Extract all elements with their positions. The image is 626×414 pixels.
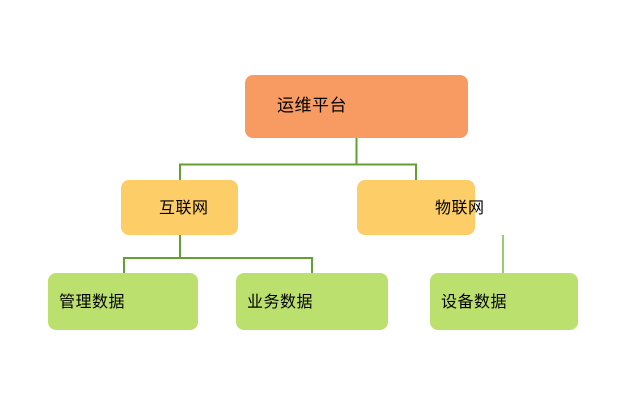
- node-root-platform[interactable]: 运维平台: [245, 75, 468, 138]
- node-label-internet: 互联网: [159, 197, 209, 217]
- connector-root-to-internet: [179, 138, 358, 180]
- node-label-root: 运维平台: [277, 96, 347, 117]
- node-business-data[interactable]: 业务数据: [236, 273, 388, 330]
- node-label-device-data: 设备数据: [441, 291, 508, 311]
- node-label-iot: 物联网: [435, 197, 485, 217]
- node-internet[interactable]: 互联网: [121, 180, 238, 235]
- node-label-business-data: 业务数据: [247, 291, 314, 311]
- connector-internet-to-biz: [179, 235, 313, 273]
- node-label-management-data: 管理数据: [59, 291, 126, 311]
- connector-internet-to-mgmt: [123, 235, 181, 273]
- connector-root-to-iot: [355, 138, 417, 180]
- node-device-data[interactable]: 设备数据: [430, 273, 578, 330]
- node-management-data[interactable]: 管理数据: [48, 273, 198, 330]
- node-iot[interactable]: 物联网: [357, 180, 484, 235]
